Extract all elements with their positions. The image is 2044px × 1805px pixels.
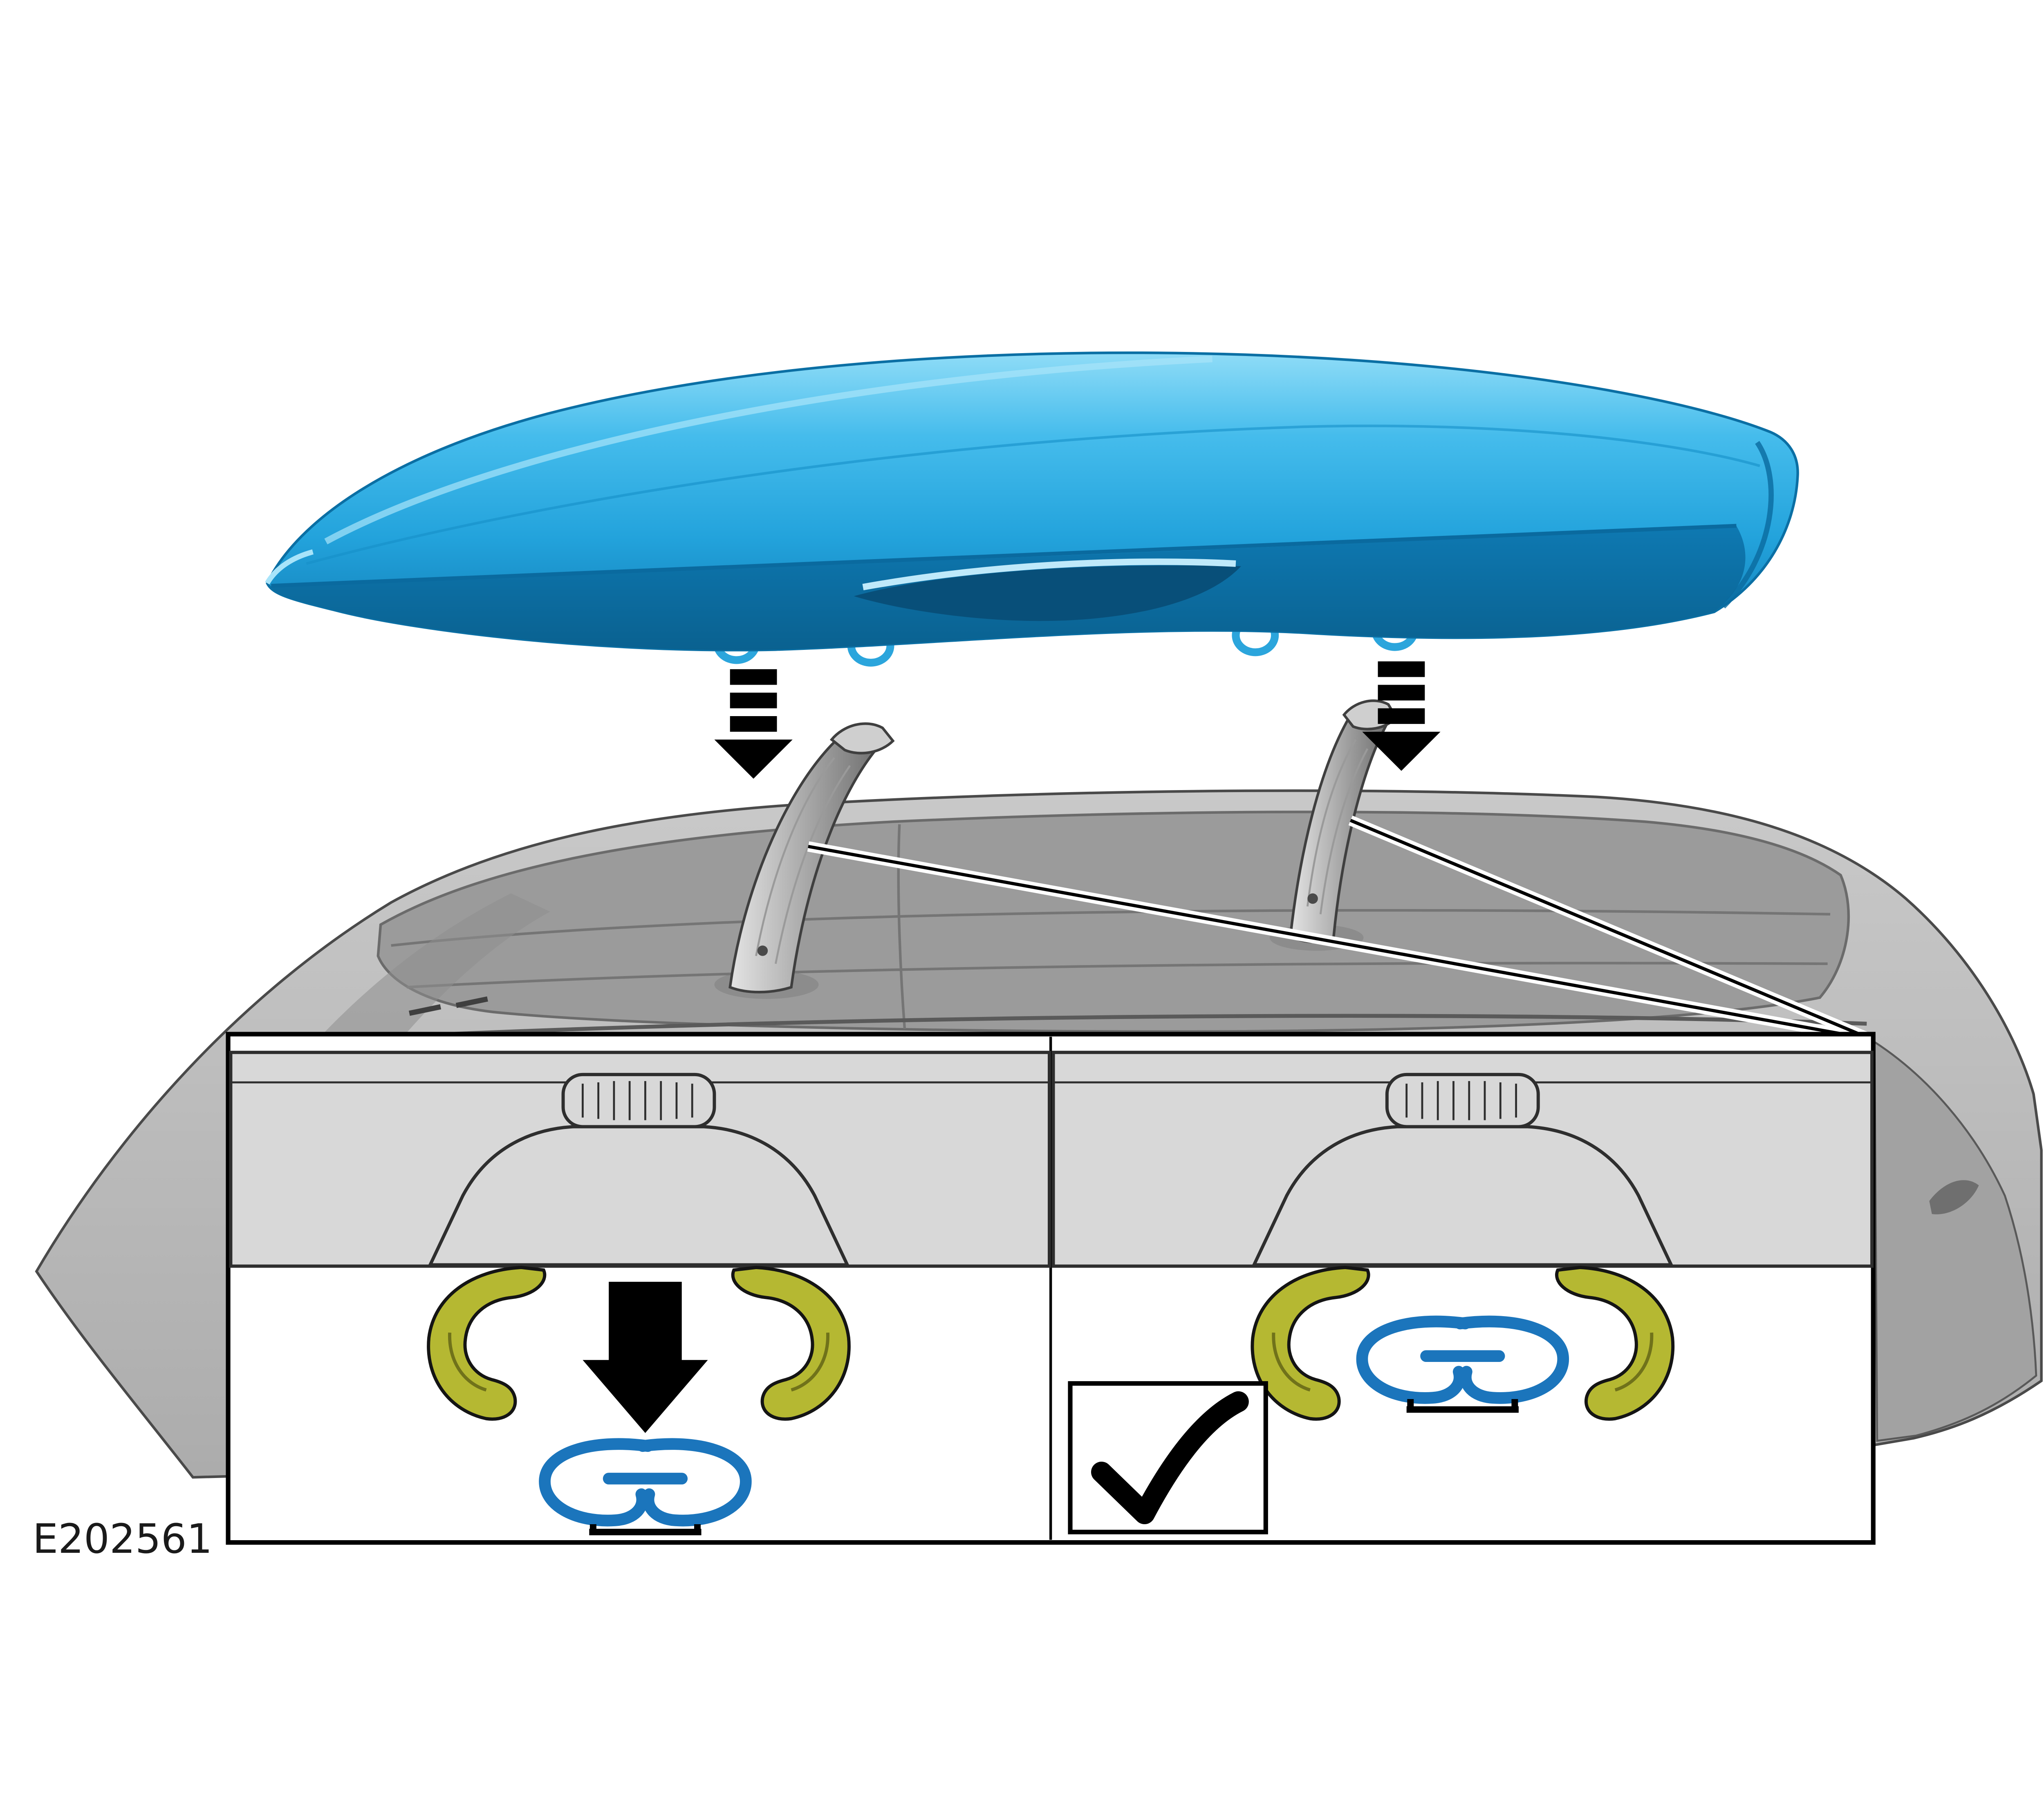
- inset-panel-left: [229, 1050, 1051, 1536]
- crossbar-left-end-cap: [829, 722, 895, 755]
- cargo-box-recess-highlight: [862, 558, 1236, 591]
- clamp-claw-right-shade: [791, 1332, 829, 1392]
- cargo-box-body-line: [306, 424, 1760, 565]
- crossbar-left-texture: [755, 757, 851, 964]
- clamp-claw-right: [731, 1265, 851, 1421]
- bracket-feet: [589, 1524, 702, 1536]
- clamp-claw-right-shade: [1614, 1332, 1654, 1392]
- callout-line-left: [808, 844, 1872, 1041]
- crossbar-bracket-engaged-icon: [1356, 1315, 1569, 1404]
- clamp-claw-right: [1555, 1265, 1675, 1421]
- cargo-box-top-highlight: [324, 356, 1213, 544]
- cargo-box-lid-seam: [271, 524, 1737, 588]
- cargo-box-rear-edge: [1721, 441, 1774, 609]
- inset-panel-right: [1051, 1050, 1874, 1534]
- crossbar-bracket-icon: [539, 1438, 752, 1527]
- clamp-claw-left-shade: [448, 1332, 487, 1392]
- push-down-arrow-icon: [583, 1281, 708, 1433]
- clamp-knob-ribs: [1405, 1081, 1517, 1120]
- crossbar-left: [714, 722, 895, 999]
- crossbar-left-rivet: [757, 945, 768, 956]
- callout-line-right: [1350, 819, 1873, 1041]
- cargo-box-handle-recess: [854, 565, 1241, 621]
- clamp-claw-left: [427, 1265, 547, 1421]
- bracket-feet: [1406, 1399, 1519, 1413]
- figure-label: E202561: [33, 1516, 213, 1563]
- crossbar-right-rivet: [1307, 893, 1318, 904]
- clamp-claw-left: [1251, 1265, 1370, 1421]
- alignment-arrows: [714, 661, 1441, 779]
- down-arrow-left-icon: [714, 669, 793, 779]
- checkmark-icon: [1091, 1391, 1249, 1525]
- callout-lines: [807, 815, 1874, 1045]
- clamp-claw-left-shade: [1272, 1332, 1311, 1392]
- down-arrow-right-icon: [1362, 661, 1441, 771]
- antenna-fin: [1929, 1180, 1979, 1214]
- detail-inset: [226, 1032, 1876, 1545]
- clamp-tower: [1251, 1125, 1674, 1267]
- roof-front-edge-line: [332, 1014, 1867, 1041]
- clamp-knob-ribs: [581, 1081, 693, 1120]
- clamp-tower: [428, 1125, 850, 1267]
- roof-cargo-box: [265, 351, 1799, 667]
- crossbar-right-texture: [1306, 739, 1369, 915]
- roof-seam-marks: [408, 996, 488, 1016]
- rear-quarter-panel: [1874, 1040, 2037, 1442]
- cargo-box-nose-highlight: [265, 549, 314, 585]
